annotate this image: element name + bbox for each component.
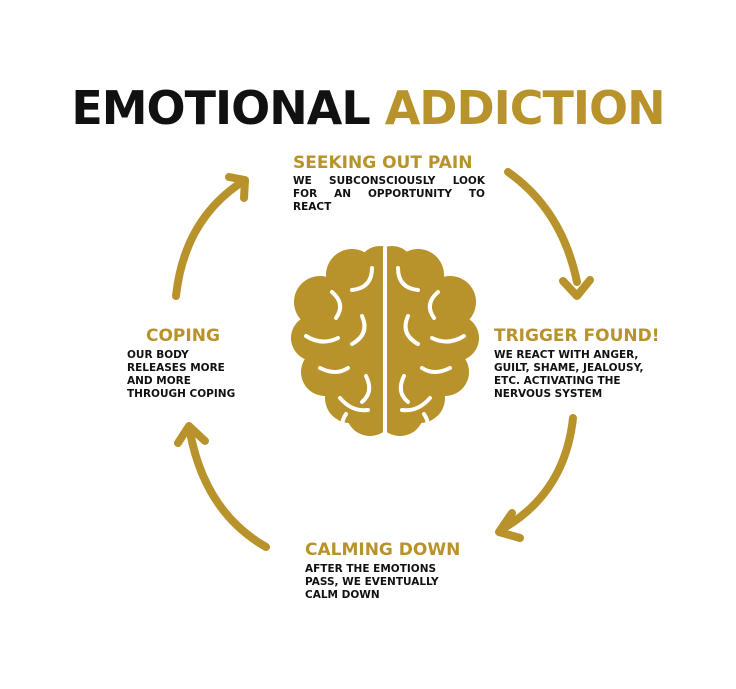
brain-icon: [291, 246, 479, 442]
arrow-calming-to-coping-icon: [174, 422, 270, 551]
stage-coping-description: OUR BODY RELEASES MORE AND MORE THROUGH …: [127, 349, 267, 401]
stage-calming-description: AFTER THE EMOTIONS PASS, WE EVENTUALLY C…: [305, 563, 475, 602]
stage-calming-line: AFTER THE EMOTIONS: [305, 563, 437, 575]
stage-trigger-line: ETC. ACTIVATING THE: [494, 375, 621, 387]
arrow-seeking-to-trigger-icon: [504, 168, 594, 300]
stage-coping-heading: COPING: [146, 326, 220, 346]
stage-coping-line: OUR BODY: [127, 349, 189, 361]
stage-coping-line: RELEASES MORE: [127, 362, 225, 374]
page-title: EMOTIONAL ADDICTION: [0, 80, 736, 136]
stage-calming-line: CALM DOWN: [305, 589, 380, 601]
stage-trigger-line: WE REACT WITH ANGER,: [494, 349, 639, 361]
title-part-2: ADDICTION: [384, 81, 666, 135]
stage-coping-line: THROUGH COPING: [127, 388, 236, 400]
stage-seeking-line: REACT: [293, 201, 332, 213]
stage-trigger-heading: TRIGGER FOUND!: [494, 326, 660, 346]
stage-calming-heading: CALMING DOWN: [305, 540, 461, 560]
stage-seeking-heading: SEEKING OUT PAIN: [293, 153, 473, 173]
stage-seeking-line: FOR AN OPPORTUNITY TO: [293, 188, 485, 200]
arrow-trigger-to-calming-icon: [495, 414, 577, 542]
stage-seeking-description: WE SUBCONSCIOUSLY LOOK FOR AN OPPORTUNIT…: [293, 175, 485, 214]
stage-trigger-description: WE REACT WITH ANGER, GUILT, SHAME, JEALO…: [494, 349, 674, 401]
stage-trigger-line: NERVOUS SYSTEM: [494, 388, 603, 400]
title-part-1: EMOTIONAL: [71, 81, 370, 135]
stage-trigger-line: GUILT, SHAME, JEALOUSY,: [494, 362, 644, 374]
stage-calming-line: PASS, WE EVENTUALLY: [305, 576, 439, 588]
arrow-coping-to-seeking-icon: [172, 173, 249, 300]
stage-coping-line: AND MORE: [127, 375, 191, 387]
stage-seeking-line: WE SUBCONSCIOUSLY LOOK: [293, 175, 485, 187]
